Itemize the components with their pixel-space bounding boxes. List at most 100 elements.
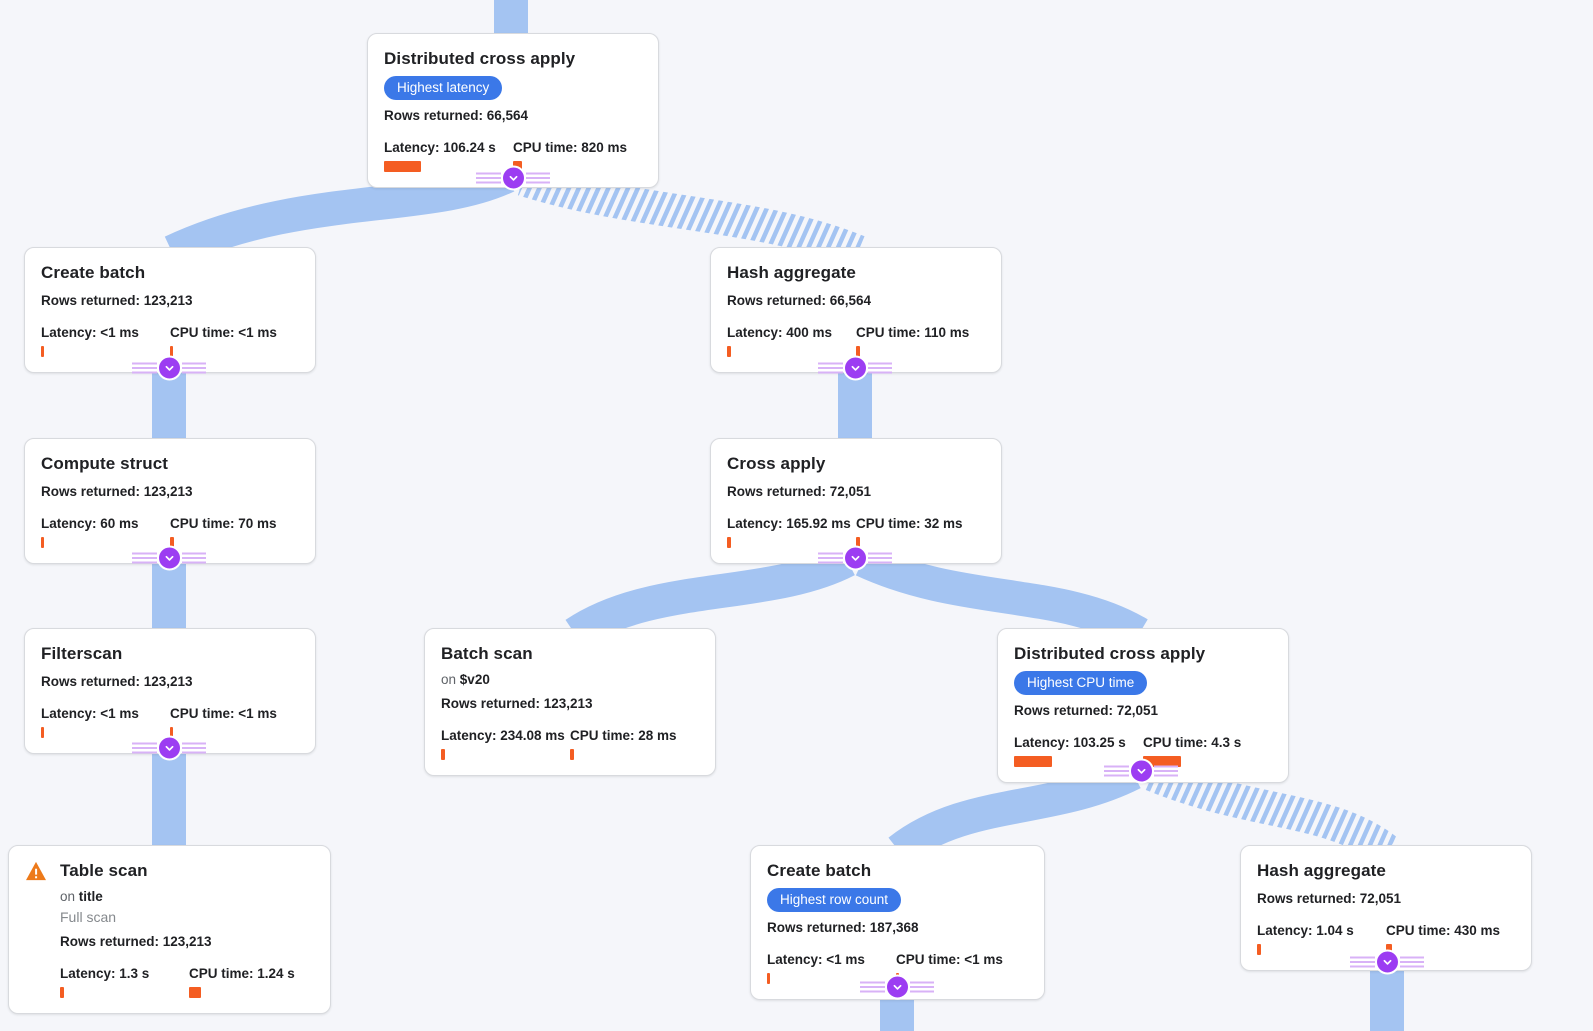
chevron-down-icon[interactable] — [1128, 758, 1154, 784]
chevron-side-lines — [860, 981, 885, 993]
chevron-down-icon[interactable] — [1374, 949, 1400, 975]
highlight-badge: Highest CPU time — [1014, 671, 1148, 695]
node-card-header: Create batch — [767, 859, 1028, 883]
chevron-side-lines — [909, 981, 934, 993]
cpu-time-bar — [570, 749, 574, 760]
latency-label: Latency: 1.3 s — [60, 966, 150, 981]
rows-returned: Rows returned: 66,564 — [727, 293, 872, 308]
cpu-time-bar — [189, 987, 201, 998]
node-title: Table scan — [60, 861, 148, 880]
collapse-children-control-hash-aggregate-bottom[interactable] — [1350, 949, 1424, 975]
cpu-time-bar — [856, 537, 860, 548]
node-card-header: Distributed cross apply — [384, 47, 642, 71]
latency-metric: Latency: <1 ms — [41, 705, 170, 738]
chevron-down-icon[interactable] — [156, 355, 182, 381]
chevron-side-lines — [181, 362, 206, 374]
on-target: $v20 — [459, 672, 490, 687]
collapse-children-control-cross-apply[interactable] — [818, 545, 892, 571]
chevron-down-icon[interactable] — [884, 974, 910, 1000]
cpu-time-label: CPU time: 820 ms — [513, 140, 628, 155]
node-card-header: Compute struct — [41, 452, 299, 476]
node-title: Distributed cross apply — [384, 49, 576, 68]
latency-bar — [441, 749, 445, 760]
chevron-down-icon[interactable] — [156, 545, 182, 571]
chevron-down-icon[interactable] — [842, 545, 868, 571]
latency-label: Latency: 165.92 ms — [727, 516, 851, 531]
rows-returned: Rows returned: 72,051 — [1257, 891, 1402, 906]
latency-bar — [1257, 944, 1261, 955]
node-badge-row: Highest CPU time — [1014, 666, 1272, 695]
edge-dca-to-create-batch — [888, 757, 1141, 865]
rows-returned: Rows returned: 72,051 — [1014, 703, 1159, 718]
cpu-time-bar — [170, 346, 173, 357]
latency-label: Latency: 1.04 s — [1257, 923, 1354, 938]
collapse-children-control-distributed-cross-apply-right[interactable] — [1104, 758, 1178, 784]
node-card-header: Cross apply — [727, 452, 985, 476]
cpu-time-metric: CPU time: 70 ms — [170, 515, 299, 548]
collapse-children-control-compute-struct[interactable] — [132, 545, 206, 571]
cpu-time-metric: CPU time: 1.24 s — [189, 965, 318, 998]
collapse-children-control-hash-aggregate-top[interactable] — [818, 355, 892, 381]
cpu-time-label: CPU time: <1 ms — [896, 952, 1003, 967]
node-title: Create batch — [767, 861, 872, 880]
chevron-side-lines — [181, 742, 206, 754]
latency-bar — [767, 973, 770, 984]
latency-label: Latency: 106.24 s — [384, 140, 496, 155]
latency-metric: Latency: 106.24 s — [384, 139, 513, 172]
latency-label: Latency: <1 ms — [41, 706, 139, 721]
cpu-time-bar — [856, 346, 860, 357]
chevron-side-lines — [132, 552, 157, 564]
chevron-down-icon[interactable] — [842, 355, 868, 381]
node-title: Create batch — [41, 263, 146, 282]
chevron-down-icon[interactable] — [500, 165, 526, 191]
chevron-side-lines — [867, 552, 892, 564]
chevron-side-lines — [181, 552, 206, 564]
scan-note: Full scan — [60, 909, 117, 925]
node-on-line: on title — [60, 888, 314, 905]
chevron-down-icon[interactable] — [156, 735, 182, 761]
collapse-children-control-create-batch-bottom[interactable] — [860, 974, 934, 1000]
node-metrics: Latency: 106.24 s CPU time: 820 ms — [384, 139, 642, 172]
latency-bar — [60, 987, 64, 998]
latency-label: Latency: <1 ms — [41, 325, 139, 340]
rows-returned: Rows returned: 187,368 — [767, 920, 919, 935]
latency-metric: Latency: 60 ms — [41, 515, 170, 548]
rows-returned: Rows returned: 123,213 — [60, 934, 212, 949]
cpu-time-label: CPU time: <1 ms — [170, 706, 277, 721]
cpu-time-metric: CPU time: 110 ms — [856, 324, 985, 357]
warning-icon — [25, 861, 47, 881]
collapse-children-control-create-batch-left[interactable] — [132, 355, 206, 381]
node-title: Hash aggregate — [727, 263, 856, 282]
rows-returned: Rows returned: 66,564 — [384, 108, 529, 123]
latency-metric: Latency: 1.04 s — [1257, 922, 1386, 955]
node-title: Compute struct — [41, 454, 169, 473]
latency-bar — [41, 346, 44, 357]
chevron-side-lines — [476, 172, 501, 184]
collapse-children-control-filterscan[interactable] — [132, 735, 206, 761]
chevron-side-lines — [132, 362, 157, 374]
collapse-children-control-distributed-cross-apply-top[interactable] — [476, 165, 550, 191]
